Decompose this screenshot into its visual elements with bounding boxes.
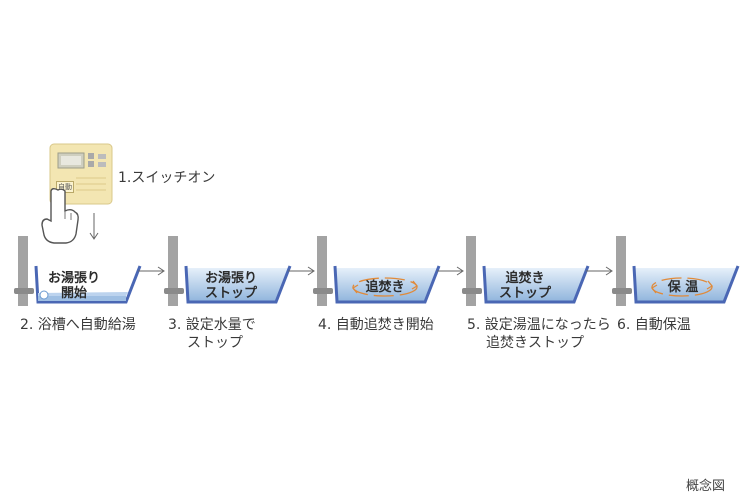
tub-step5-line1: 追焚き <box>505 271 545 286</box>
tub-step4 <box>313 236 441 306</box>
tub-step2 <box>14 236 142 306</box>
step3-label: 3. 設定水量で ストップ <box>168 316 256 352</box>
step5-label-line2: 追焚きストップ <box>486 335 584 351</box>
tub-step5-line2: ストップ <box>498 286 551 301</box>
tub-step6 <box>612 236 740 306</box>
tub-step2-text: お湯張り 開始 <box>42 271 106 301</box>
auto-button-label: 自動 <box>58 183 72 191</box>
step1-label: 1.スイッチオン <box>118 170 216 186</box>
tub-step2-line1: お湯張り <box>47 271 100 286</box>
tub-step3-text: お湯張り ストップ <box>196 271 266 301</box>
step3-label-line1: 3. 設定水量で <box>168 317 256 333</box>
right-arrow-icon <box>138 266 165 276</box>
right-arrow-icon <box>288 266 315 276</box>
step4-label: 4. 自動追焚き開始 <box>318 317 434 333</box>
tub-step2-line2: 開始 <box>60 286 87 301</box>
step2-label: 2. 浴槽へ自動給湯 <box>20 317 136 333</box>
tub-step3 <box>164 236 292 306</box>
step6-label: 6. 自動保温 <box>617 317 691 333</box>
right-arrow-icon <box>586 266 613 276</box>
tub-step5 <box>462 236 590 306</box>
concept-note: 概念図 <box>686 479 726 494</box>
step5-label: 5. 設定湯温になったら 追焚きストップ <box>467 316 611 352</box>
right-arrow-icon <box>437 266 464 276</box>
step3-label-line2: ストップ <box>187 335 243 351</box>
pointing-finger-icon <box>41 188 79 244</box>
down-arrow-icon <box>89 213 99 240</box>
tub-step3-line2: ストップ <box>204 286 257 301</box>
tub-step3-line1: お湯張り <box>204 271 257 286</box>
tub-step5-text: 追焚き ストップ <box>490 271 560 301</box>
tub-step4-text: 追焚き <box>365 280 405 295</box>
step5-label-line1: 5. 設定湯温になったら <box>467 317 611 333</box>
tub-step6-text: 保 温 <box>667 280 699 295</box>
